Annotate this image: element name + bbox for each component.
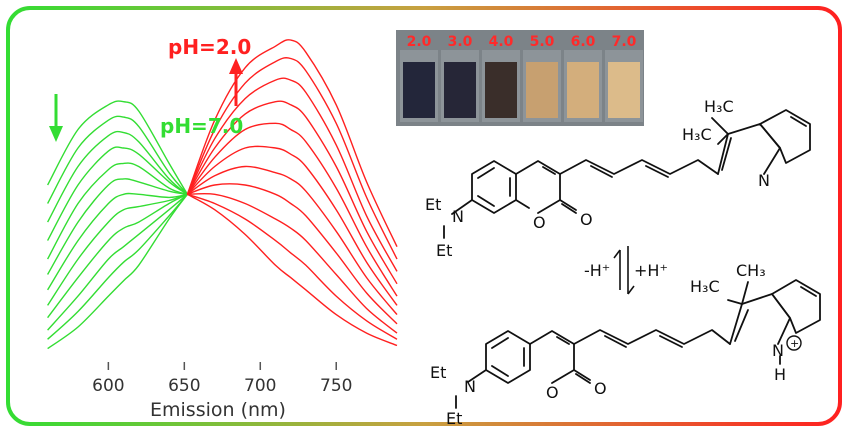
green-curve-9 [47, 193, 188, 319]
x-tick-label-750: 750 [320, 376, 352, 396]
vial-ph-label-3: 4.0 [489, 34, 514, 50]
neutral-n-indole: N [758, 171, 770, 190]
red-curve-7 [186, 122, 398, 297]
x-axis-ticks: 600 650 700 750 [92, 362, 352, 396]
vial-solution-2 [444, 62, 476, 118]
neutral-n: N [452, 207, 464, 226]
protonated-methyl-left: H₃C [690, 277, 720, 296]
neutral-o-ring: O [533, 213, 546, 232]
red-curve-11 [186, 39, 398, 247]
green-curve-10 [47, 193, 188, 331]
red-curve-4 [187, 183, 398, 325]
equilibrium-plus-h: +H⁺ [634, 261, 668, 280]
neutral-et-top: Et [425, 195, 441, 214]
equilibrium-arrows [613, 246, 635, 295]
green-curve-8 [47, 193, 188, 306]
green-curve-3 [46, 130, 188, 223]
base-ph-label: pH=7.0 [160, 114, 243, 138]
protonated-o-ring: O [546, 383, 559, 402]
equilibrium-minus-h: -H⁺ [584, 261, 610, 280]
protonated-methyl-top: CH₃ [736, 261, 766, 280]
green-curve-5 [46, 162, 188, 260]
red-curve-10 [186, 57, 398, 260]
vial-photo: 2.0 3.0 4.0 5.0 6.0 7.0 [396, 30, 644, 126]
green-curves [46, 100, 189, 350]
green-curve-7 [47, 192, 188, 291]
vial-ph-label-5: 6.0 [571, 34, 596, 50]
x-axis-title: Emission (nm) [150, 399, 286, 421]
red-curve-3 [187, 192, 398, 334]
x-tick-label-650: 650 [168, 376, 200, 396]
protonated-et-bottom: Et [446, 409, 462, 428]
vial-solution-4 [526, 62, 558, 118]
acid-ph-label: pH=2.0 [168, 35, 251, 59]
red-curve-2 [187, 193, 398, 340]
red-curve-6 [186, 145, 398, 306]
protonated-n-plus: N [772, 341, 784, 360]
protonated-n: N [464, 377, 476, 396]
green-curve-1 [46, 100, 189, 195]
vial-solution-6 [608, 62, 640, 118]
arrow-down-green [49, 94, 63, 142]
vial-ph-label-4: 5.0 [530, 34, 555, 50]
structure-neutral [443, 109, 811, 239]
vial-ph-label-1: 2.0 [407, 34, 432, 50]
structure-protonated [455, 279, 821, 409]
green-curve-2 [46, 115, 188, 204]
red-curves [186, 39, 398, 347]
neutral-et-bottom: Et [436, 241, 452, 260]
emission-plot: 600 650 700 750 Emission (nm) pH=2.0 pH=7.0 [40, 35, 398, 421]
vial-ph-label-2: 3.0 [448, 34, 473, 50]
protonated-et-top: Et [430, 363, 446, 382]
vial-solution-1 [403, 62, 435, 118]
protonated-h: H [774, 365, 786, 384]
green-curve-12 [47, 193, 188, 350]
neutral-methyl-1: H₃C [704, 97, 734, 116]
x-tick-label-700: 700 [244, 376, 276, 396]
neutral-o-carbonyl: O [580, 210, 593, 229]
neutral-methyl-2: H₃C [682, 125, 712, 144]
red-curve-9 [186, 77, 398, 272]
protonated-o-carbonyl: O [594, 379, 607, 398]
vial-solution-5 [567, 62, 599, 118]
green-curve-11 [47, 193, 188, 340]
vial-ph-label-6: 7.0 [612, 34, 637, 50]
red-curve-1 [187, 193, 398, 347]
protonated-plus-sign: + [790, 337, 799, 350]
green-curve-4 [46, 146, 188, 241]
green-curve-6 [46, 178, 188, 275]
vial-solution-3 [485, 62, 517, 118]
red-curve-5 [187, 165, 398, 316]
red-curve-8 [186, 100, 398, 285]
x-tick-label-600: 600 [92, 376, 124, 396]
arrow-up-red [229, 58, 243, 106]
